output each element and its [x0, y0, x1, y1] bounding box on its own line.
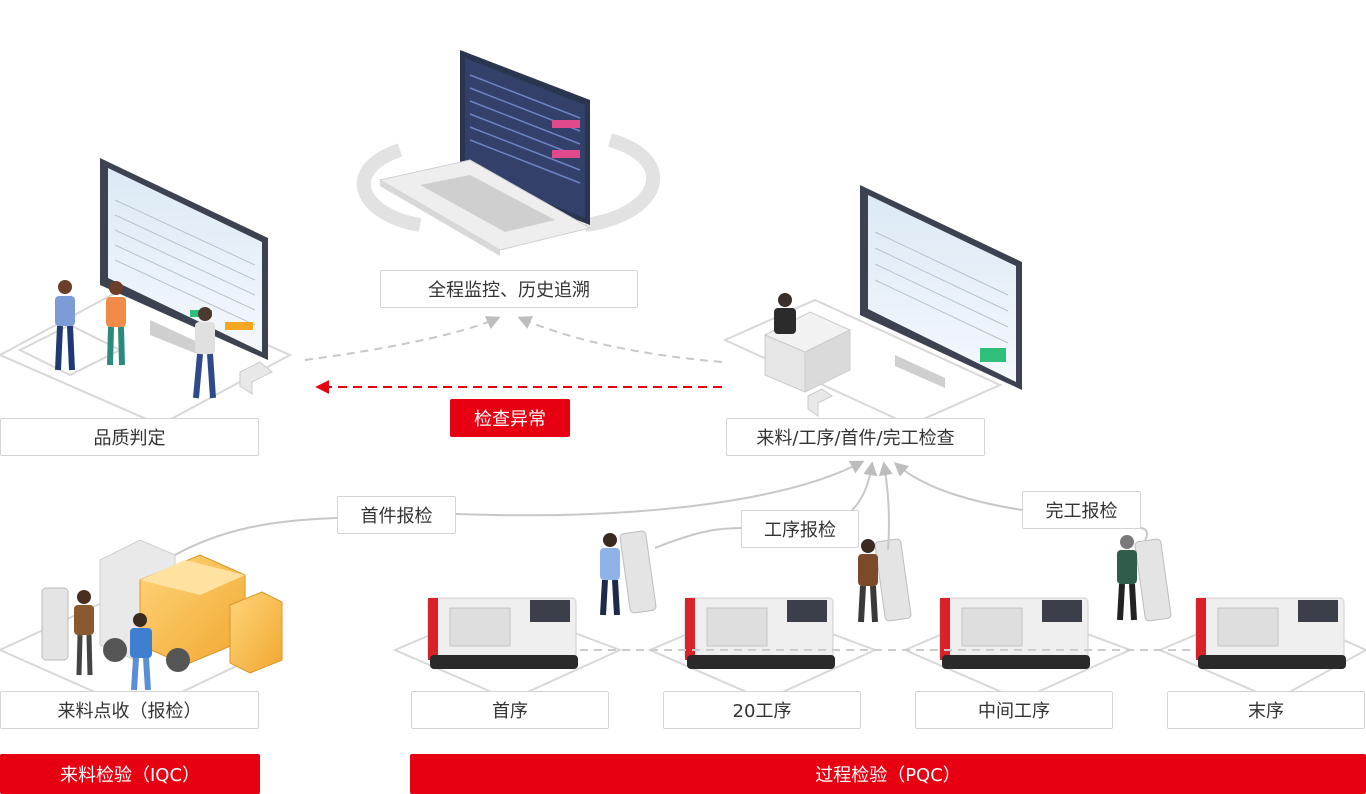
truck-icon — [0, 539, 283, 714]
cnc-machine-icon-3 — [902, 597, 1133, 702]
inspection-station-label: 来料/工序/首件/完工检查 — [726, 418, 985, 456]
step-middle-label: 中间工序 — [915, 691, 1113, 729]
flow-connectors — [174, 316, 1149, 556]
worker-icon-2 — [858, 538, 912, 623]
monitor-icon-right — [722, 185, 1022, 427]
worker-icon-group-left — [55, 280, 216, 399]
abnormal-flag: 检查异常 — [450, 399, 570, 437]
completion-flow-label: 完工报检 — [1022, 491, 1141, 529]
step-last-label: 末序 — [1167, 691, 1365, 729]
worker-icon-1 — [600, 530, 657, 616]
process-flow-label: 工序报检 — [741, 510, 859, 548]
incoming-receipt-label: 来料点收（报检） — [0, 691, 259, 729]
laptop-icon — [356, 50, 661, 256]
worker-icon-3 — [1117, 535, 1172, 622]
monitor-center-label: 全程监控、历史追溯 — [380, 270, 638, 308]
cnc-machine-icon-4 — [1157, 597, 1366, 702]
cnc-machine-icon-2 — [647, 597, 878, 702]
iqc-section-bar: 来料检验（IQC） — [0, 754, 260, 794]
first-piece-flow-label: 首件报检 — [337, 496, 456, 534]
step-20-label: 20工序 — [663, 691, 861, 729]
step-first-label: 首序 — [411, 691, 609, 729]
monitor-icon-left — [0, 158, 293, 427]
pqc-section-bar: 过程检验（PQC） — [410, 754, 1366, 794]
quality-judgement-label: 品质判定 — [0, 418, 259, 456]
cnc-machine-icon-1 — [392, 597, 623, 702]
